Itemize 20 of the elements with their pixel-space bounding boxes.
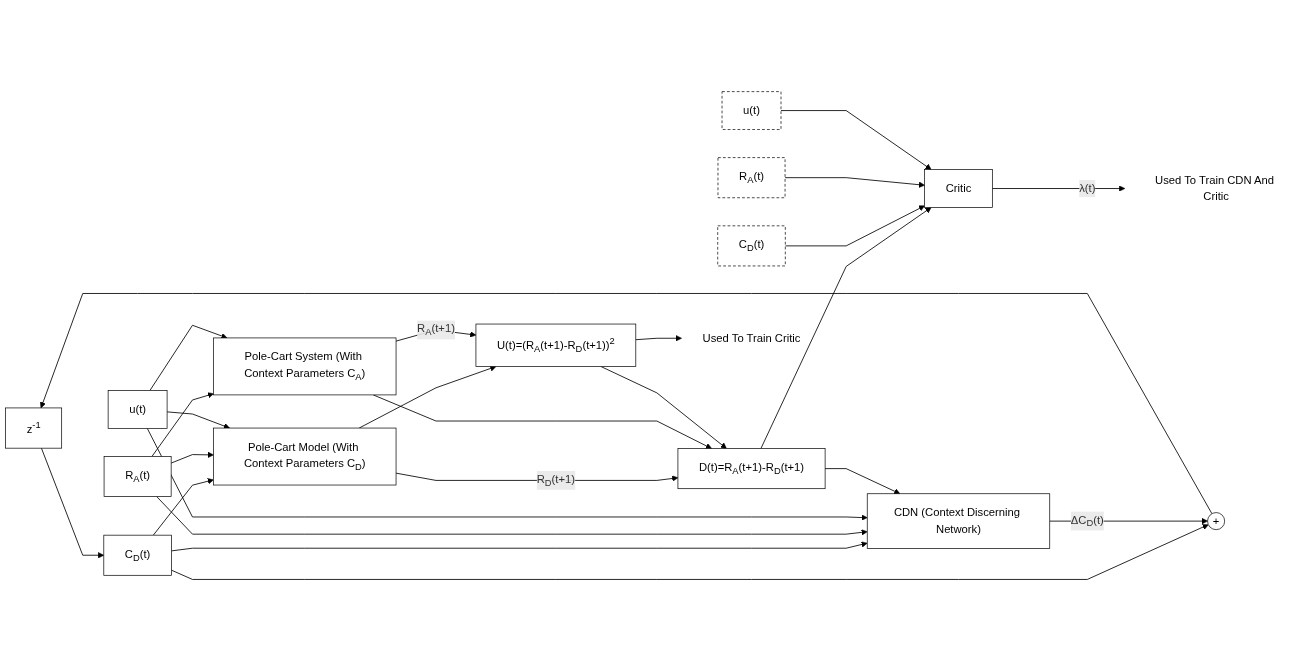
node-box: D(t)=R$_{A}$(t+1)-R$_{D}$(t+1) (677, 448, 826, 490)
node-box: Critic (924, 169, 993, 209)
node-box: U(t)=(R$_{A}$(t+1)-R$_{D}$(t+1))$^{2}$ (475, 324, 637, 368)
node-box: C$_{D}$(t) (717, 225, 786, 267)
node-box: C$_{D}$(t) (103, 535, 172, 577)
node-box: R$_{A}$(t) (717, 157, 786, 199)
node-text: Used To Train Critic (702, 332, 801, 345)
node-box: Pole-Cart System (With Context Parameters C$_{A}$) (213, 338, 397, 396)
edge-label: ΔC$_{D}$(t) (1070, 514, 1104, 530)
node-box: z$^{-1}$ (5, 408, 63, 449)
edge-label: R$_{A}$(t+1) (417, 323, 455, 338)
node-circle: + (1207, 512, 1225, 531)
node-text: Used To Train CDN And Critic (1155, 174, 1275, 204)
node-box: Pole-Cart Model (With Context Parameters C$_{D}$) (213, 428, 397, 486)
node-box: R$_{A}$(t) (103, 456, 172, 498)
edge-label: λ(t) (1079, 182, 1096, 195)
node-box: u(t) (107, 390, 168, 430)
node-box: u(t) (721, 91, 782, 131)
node-box: CDN (Context Discerning Network) (866, 493, 1051, 550)
edge-label: R$_{D}$(t+1) (536, 473, 576, 489)
